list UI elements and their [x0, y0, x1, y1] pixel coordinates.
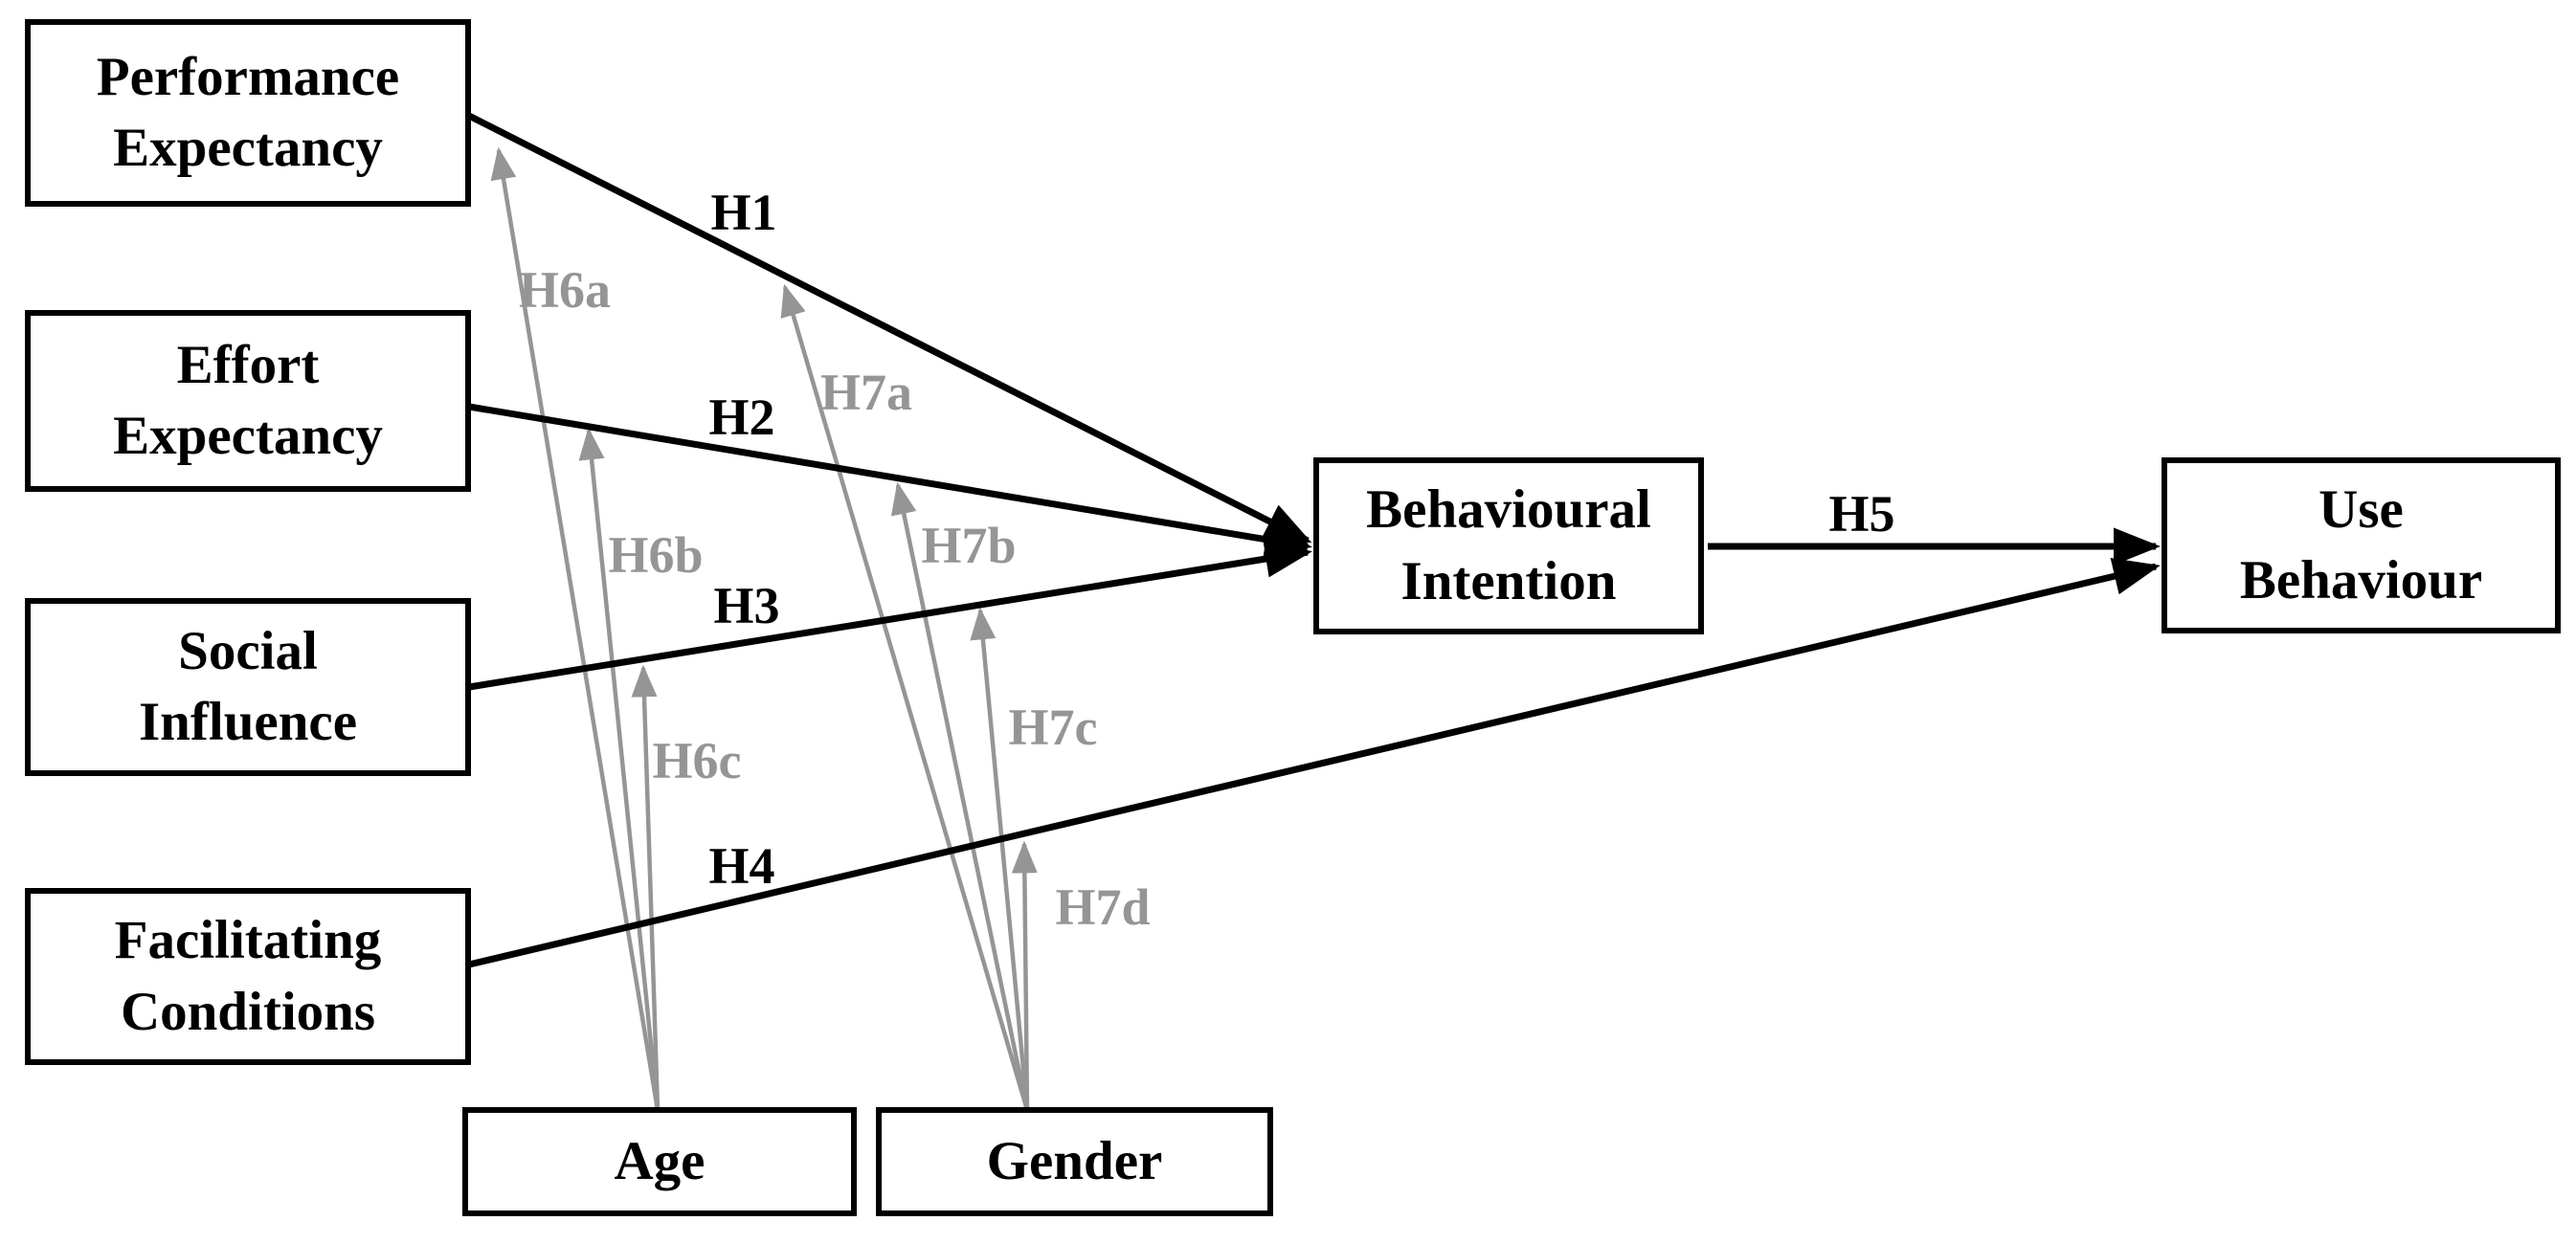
box-label-line: Expectancy: [113, 406, 383, 466]
box-label-line: Influence: [139, 692, 357, 752]
h6a-arrow: [490, 146, 661, 1111]
box-label-line: Age: [614, 1130, 706, 1191]
h2-label: H2: [708, 388, 775, 446]
box-age: Age: [462, 1107, 857, 1216]
box-label-line: Use: [2318, 478, 2404, 540]
h6a-label: H6a: [518, 261, 612, 319]
h6b-label: H6b: [608, 526, 704, 584]
h7b-arrow: [890, 481, 1030, 1111]
h4-arrow: [468, 558, 2161, 968]
h7a-arrow: [780, 283, 1030, 1111]
box-label-line: Behaviour: [2239, 550, 2483, 610]
box-label-line: Behavioural: [1366, 479, 1651, 541]
h7d-label: H7d: [1055, 878, 1151, 936]
h7d-arrow: [1011, 840, 1038, 1111]
h2-arrow: [468, 403, 1312, 559]
h3-label: H3: [713, 577, 780, 634]
h1-label: H1: [710, 184, 777, 241]
box-label-line: Conditions: [120, 981, 376, 1042]
h3-arrow: [468, 540, 1312, 691]
box-use-behaviour: Use Behaviour: [2162, 457, 2561, 633]
box-behavioural-intention: Behavioural Intention: [1313, 457, 1704, 634]
box-label-line: Performance: [96, 46, 400, 107]
box-label-line: Intention: [1400, 550, 1617, 611]
h1-arrow: [467, 112, 1312, 544]
box-label-line: Facilitating: [114, 910, 382, 971]
box-gender: Gender: [876, 1107, 1273, 1216]
h7c-label: H7c: [1008, 699, 1098, 756]
box-label-line: Expectancy: [113, 118, 383, 178]
box-facilitating-conditions: Facilitating Conditions: [25, 888, 471, 1065]
h6c-arrow: [631, 664, 661, 1111]
box-label-line: Effort: [176, 334, 320, 395]
h5-label: H5: [1828, 485, 1895, 543]
box-performance-expectancy: Performance Expectancy: [25, 19, 471, 207]
h6b-arrow: [578, 427, 661, 1111]
h6c-label: H6c: [652, 732, 742, 789]
box-effort-expectancy: Effort Expectancy: [25, 310, 471, 492]
h7c-arrow: [970, 607, 1030, 1111]
h7a-label: H7a: [819, 364, 913, 421]
box-label-line: Gender: [986, 1130, 1163, 1191]
box-label-line: Social: [178, 620, 318, 681]
h4-label: H4: [708, 837, 775, 895]
h7b-label: H7b: [921, 517, 1017, 574]
box-social-influence: Social Influence: [25, 598, 471, 776]
